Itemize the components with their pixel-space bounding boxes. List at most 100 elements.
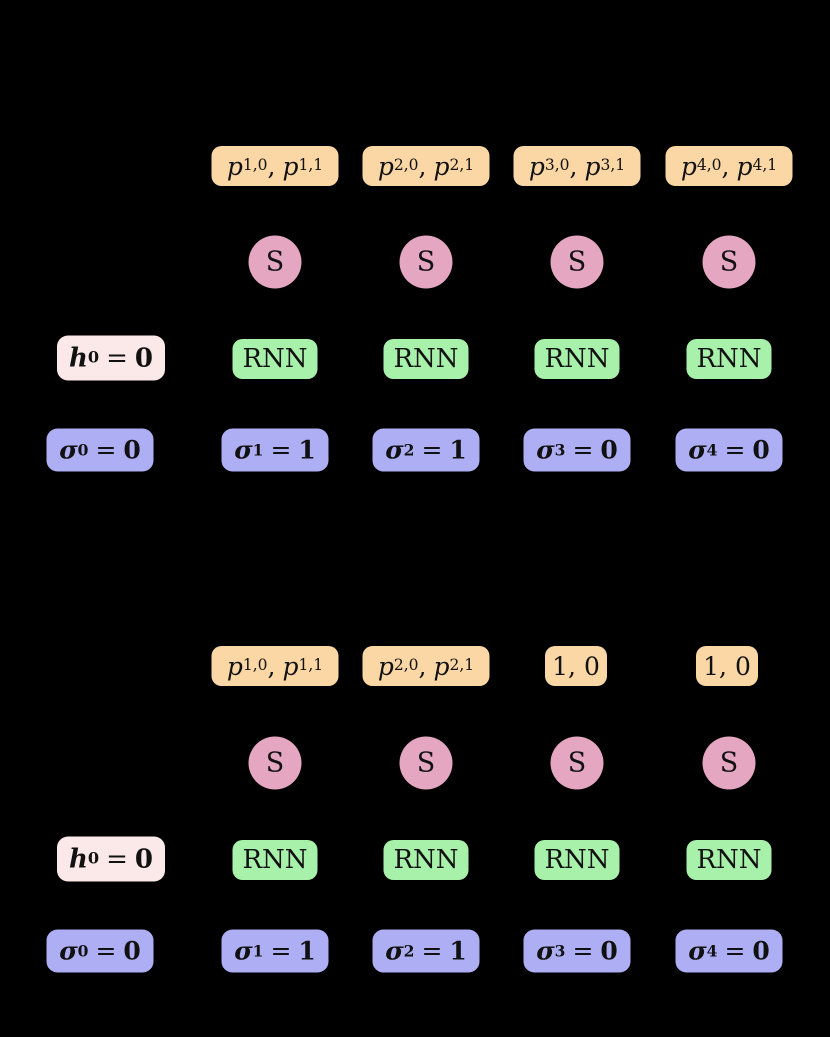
sigma-value: 0 bbox=[600, 435, 618, 465]
rnn-label: RNN bbox=[696, 344, 762, 374]
sigma-symbol: σ bbox=[536, 435, 555, 465]
bottom-sample-node-2: S bbox=[399, 736, 453, 790]
p-subscript: 2,0 bbox=[393, 656, 419, 675]
sigma-subscript: 1 bbox=[252, 941, 264, 961]
equals-sign: = bbox=[572, 936, 594, 966]
p-subscript: 1,0 bbox=[242, 156, 268, 175]
sigma-value: 0 bbox=[123, 936, 141, 966]
p-symbol: p bbox=[377, 151, 394, 181]
p-symbol: p bbox=[433, 651, 450, 681]
comma-separator: , bbox=[418, 651, 427, 681]
sigma-symbol: σ bbox=[688, 936, 707, 966]
h-symbol: h bbox=[68, 844, 88, 874]
sigma-symbol: σ bbox=[688, 435, 707, 465]
sigma-subscript: 3 bbox=[554, 440, 566, 460]
equals-sign: = bbox=[95, 936, 117, 966]
equals-sign: = bbox=[95, 435, 117, 465]
sigma-symbol: σ bbox=[234, 435, 253, 465]
p-subscript: 1,0 bbox=[242, 656, 268, 675]
equals-sign: = bbox=[724, 936, 746, 966]
rnn-label: RNN bbox=[242, 344, 308, 374]
p-subscript: 3,0 bbox=[544, 156, 570, 175]
sigma-subscript: 3 bbox=[554, 941, 566, 961]
p-symbol: p bbox=[433, 151, 450, 181]
equals-sign: = bbox=[572, 435, 594, 465]
sigma-symbol: σ bbox=[385, 936, 404, 966]
equals-sign: = bbox=[270, 435, 292, 465]
rnn-label: RNN bbox=[544, 845, 610, 875]
p-subscript: 1,1 bbox=[298, 156, 324, 175]
comma-separator: , bbox=[721, 151, 730, 181]
p-symbol: p bbox=[584, 151, 601, 181]
equals-sign: = bbox=[106, 844, 128, 874]
bottom-rnn-cell-1: RNN bbox=[232, 840, 318, 880]
rnn-label: RNN bbox=[393, 845, 459, 875]
bottom-sample-node-4: S bbox=[702, 736, 756, 790]
sigma-subscript: 4 bbox=[706, 941, 718, 961]
rnn-label: RNN bbox=[242, 845, 308, 875]
h-subscript: 0 bbox=[87, 347, 100, 367]
sigma-subscript: 1 bbox=[252, 440, 264, 460]
sigma-value: 1 bbox=[298, 435, 316, 465]
sigma-value: 1 bbox=[449, 936, 467, 966]
equals-sign: = bbox=[270, 936, 292, 966]
comma-separator: , bbox=[267, 651, 276, 681]
sigma-subscript: 0 bbox=[77, 440, 89, 460]
rnn-label: RNN bbox=[393, 344, 459, 374]
top-rnn-cell-4: RNN bbox=[686, 339, 772, 379]
top-rnn-cell-1: RNN bbox=[232, 339, 318, 379]
comma-separator: , bbox=[418, 151, 427, 181]
equals-sign: = bbox=[724, 435, 746, 465]
bottom-rnn-cell-2: RNN bbox=[383, 840, 469, 880]
sigma-subscript: 2 bbox=[403, 440, 415, 460]
top-sample-node-1: S bbox=[248, 235, 302, 289]
h-subscript: 0 bbox=[87, 848, 100, 868]
top-sample-node-2: S bbox=[399, 235, 453, 289]
p-subscript: 2,1 bbox=[449, 156, 475, 175]
top-rnn-cell-2: RNN bbox=[383, 339, 469, 379]
p-subscript: 4,1 bbox=[752, 156, 778, 175]
p-subscript: 1,1 bbox=[298, 656, 324, 675]
rnn-label: RNN bbox=[696, 845, 762, 875]
sigma-symbol: σ bbox=[234, 936, 253, 966]
comma-separator: , bbox=[267, 151, 276, 181]
top-rnn-cell-3: RNN bbox=[534, 339, 620, 379]
sigma-symbol: σ bbox=[59, 936, 78, 966]
equals-sign: = bbox=[421, 435, 443, 465]
p-symbol: p bbox=[680, 151, 697, 181]
p-subscript: 2,1 bbox=[449, 656, 475, 675]
top-sample-node-4: S bbox=[702, 235, 756, 289]
p-symbol: p bbox=[736, 151, 753, 181]
sigma-subscript: 0 bbox=[77, 941, 89, 961]
h-value: 0 bbox=[134, 343, 153, 373]
bottom-const-box-1: 1, 0 bbox=[545, 646, 607, 686]
sample-label: S bbox=[416, 747, 436, 779]
const-label: 1, 0 bbox=[552, 651, 600, 681]
sigma-value: 0 bbox=[600, 936, 618, 966]
sample-label: S bbox=[567, 747, 587, 779]
sigma-symbol: σ bbox=[59, 435, 78, 465]
p-subscript: 3,1 bbox=[600, 156, 626, 175]
sigma-value: 0 bbox=[752, 435, 770, 465]
sample-label: S bbox=[265, 747, 285, 779]
sigma-symbol: σ bbox=[536, 936, 555, 966]
bottom-rnn-cell-3: RNN bbox=[534, 840, 620, 880]
equals-sign: = bbox=[421, 936, 443, 966]
p-symbol: p bbox=[282, 151, 299, 181]
p-subscript: 4,0 bbox=[696, 156, 722, 175]
sample-label: S bbox=[567, 246, 587, 278]
bottom-sample-node-3: S bbox=[550, 736, 604, 790]
sigma-symbol: σ bbox=[385, 435, 404, 465]
top-sample-node-3: S bbox=[550, 235, 604, 289]
p-symbol: p bbox=[377, 651, 394, 681]
